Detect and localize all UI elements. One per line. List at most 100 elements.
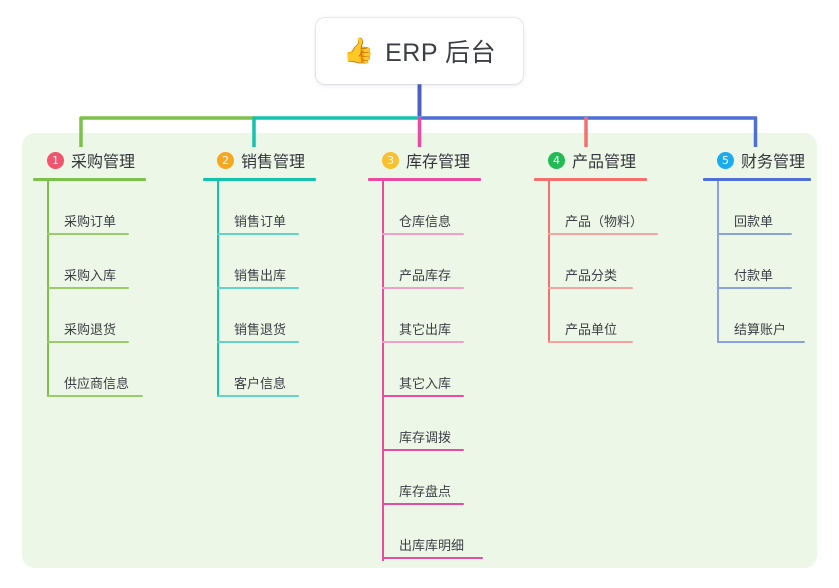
- leaf-label: 销售订单: [234, 214, 287, 229]
- leaf-item[interactable]: 库存盘点: [382, 451, 528, 505]
- thumbs-up-icon: 👍: [342, 36, 375, 65]
- leaf-item[interactable]: 出库库明细: [382, 505, 528, 559]
- leaf-item[interactable]: 产品库存: [382, 235, 528, 289]
- leaf-rule: [217, 233, 299, 235]
- branch-spine-4: [548, 181, 550, 343]
- leaf-label: 产品库存: [399, 268, 452, 283]
- branch-header-3[interactable]: 3 库存管理: [368, 148, 528, 172]
- branch-header-2[interactable]: 2 销售管理: [203, 148, 358, 172]
- leaf-rule: [382, 287, 464, 289]
- leaf-item[interactable]: 销售出库: [217, 235, 358, 289]
- leaf-rule: [717, 341, 805, 343]
- leaf-rule: [382, 341, 464, 343]
- leaf-rule: [47, 341, 129, 343]
- branch-leaves-3: 仓库信息 产品库存 其它出库 其它入库 库存调拨 库存盘点: [368, 181, 528, 561]
- branch-rule-3: [368, 178, 481, 181]
- branch-leaves-4: 产品（物料） 产品分类 产品单位: [534, 181, 699, 343]
- leaf-label: 销售出库: [234, 268, 287, 283]
- branch-title-2: 销售管理: [241, 154, 306, 171]
- leaf-item[interactable]: 产品单位: [548, 289, 699, 343]
- branch-leaves-2: 销售订单 销售出库 销售退货 客户信息: [203, 181, 358, 397]
- leaf-label: 产品分类: [565, 268, 618, 283]
- leaf-rule: [47, 287, 129, 289]
- leaf-label: 其它出库: [399, 322, 452, 337]
- leaf-label: 回款单: [734, 214, 774, 229]
- branch-badge-5: 5: [717, 151, 734, 169]
- leaf-rule: [217, 287, 299, 289]
- leaf-label: 客户信息: [234, 376, 287, 391]
- branch-header-1[interactable]: 1 采购管理: [33, 148, 188, 172]
- leaf-item[interactable]: 销售订单: [217, 181, 358, 235]
- branch-leaves-1: 采购订单 采购入库 采购退货 供应商信息: [33, 181, 188, 397]
- branch-badge-4: 4: [548, 151, 565, 169]
- leaf-item[interactable]: 客户信息: [217, 343, 358, 397]
- branch-rule-1: [33, 178, 146, 181]
- leaf-rule: [382, 503, 464, 505]
- leaf-item[interactable]: 采购入库: [47, 235, 188, 289]
- leaf-label: 付款单: [734, 268, 774, 283]
- branch-column-4[interactable]: 4 产品管理 产品（物料） 产品分类 产品单位: [534, 148, 699, 343]
- leaf-label: 采购退货: [64, 322, 117, 337]
- leaf-item[interactable]: 回款单: [717, 181, 839, 235]
- branch-spine-5: [717, 181, 719, 343]
- leaf-item[interactable]: 产品分类: [548, 235, 699, 289]
- leaf-rule: [47, 233, 129, 235]
- leaf-item[interactable]: 供应商信息: [47, 343, 188, 397]
- leaf-rule: [382, 449, 464, 451]
- leaf-label: 出库库明细: [399, 538, 465, 553]
- branch-spine-2: [217, 181, 219, 397]
- branch-title-5: 财务管理: [741, 154, 806, 171]
- leaf-label: 采购入库: [64, 268, 117, 283]
- leaf-rule: [217, 341, 299, 343]
- leaf-label: 供应商信息: [64, 376, 130, 391]
- branch-title-1: 采购管理: [71, 154, 136, 171]
- branch-column-5[interactable]: 5 财务管理 回款单 付款单 结算账户: [703, 148, 839, 343]
- branch-title-4: 产品管理: [572, 154, 637, 171]
- leaf-rule: [382, 233, 464, 235]
- leaf-label: 采购订单: [64, 214, 117, 229]
- leaf-rule: [717, 233, 792, 235]
- diagram-panel: [22, 133, 817, 568]
- leaf-item[interactable]: 销售退货: [217, 289, 358, 343]
- branch-spine-1: [47, 181, 49, 397]
- leaf-label: 销售退货: [234, 322, 287, 337]
- branch-leaves-5: 回款单 付款单 结算账户: [703, 181, 839, 343]
- leaf-label: 仓库信息: [399, 214, 452, 229]
- leaf-item[interactable]: 仓库信息: [382, 181, 528, 235]
- branch-column-1[interactable]: 1 采购管理 采购订单 采购入库 采购退货 供应商信息: [33, 148, 188, 397]
- leaf-rule: [217, 395, 299, 397]
- leaf-label: 库存盘点: [399, 484, 452, 499]
- root-node[interactable]: 👍 ERP 后台: [316, 18, 523, 84]
- leaf-item[interactable]: 采购退货: [47, 289, 188, 343]
- leaf-label: 库存调拨: [399, 430, 452, 445]
- leaf-rule: [382, 395, 464, 397]
- branch-title-3: 库存管理: [406, 154, 471, 171]
- leaf-rule: [47, 395, 143, 397]
- leaf-item[interactable]: 付款单: [717, 235, 839, 289]
- branch-rule-4: [534, 178, 647, 181]
- branch-badge-2: 2: [217, 151, 234, 169]
- branch-badge-3: 3: [382, 151, 399, 169]
- branch-rule-5: [703, 178, 811, 181]
- leaf-item[interactable]: 产品（物料）: [548, 181, 699, 235]
- branch-column-3[interactable]: 3 库存管理 仓库信息 产品库存 其它出库 其它入库 库存调拨: [368, 148, 528, 561]
- leaf-item[interactable]: 其它入库: [382, 343, 528, 397]
- branch-rule-2: [203, 178, 316, 181]
- branch-header-5[interactable]: 5 财务管理: [703, 148, 839, 172]
- branch-spine-3: [382, 181, 384, 561]
- leaf-item[interactable]: 采购订单: [47, 181, 188, 235]
- branch-badge-1: 1: [47, 151, 64, 169]
- leaf-rule: [382, 557, 483, 559]
- root-title: ERP 后台: [385, 39, 497, 67]
- leaf-item[interactable]: 库存调拨: [382, 397, 528, 451]
- leaf-item[interactable]: 结算账户: [717, 289, 839, 343]
- leaf-label: 产品（物料）: [565, 214, 644, 229]
- leaf-label: 其它入库: [399, 376, 452, 391]
- leaf-rule: [717, 287, 792, 289]
- branch-column-2[interactable]: 2 销售管理 销售订单 销售出库 销售退货 客户信息: [203, 148, 358, 397]
- branch-header-4[interactable]: 4 产品管理: [534, 148, 699, 172]
- leaf-item[interactable]: 其它出库: [382, 289, 528, 343]
- leaf-rule: [548, 341, 633, 343]
- leaf-rule: [548, 287, 633, 289]
